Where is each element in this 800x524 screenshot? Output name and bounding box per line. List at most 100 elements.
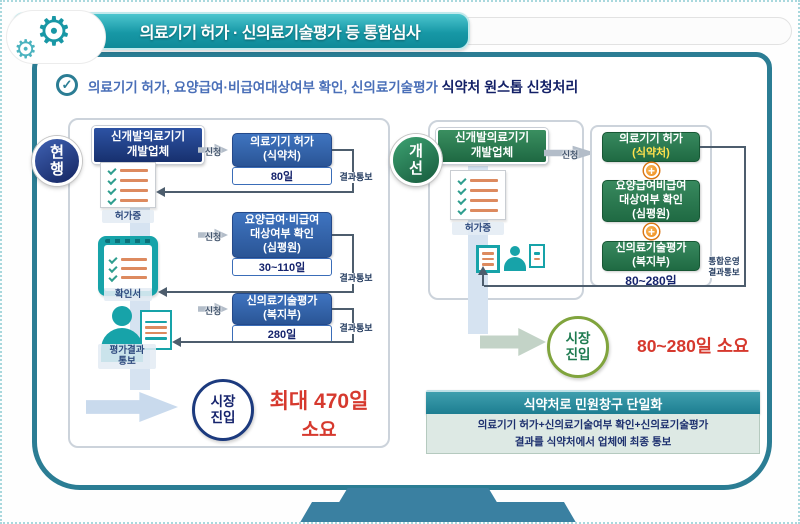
doc-row [107, 165, 148, 175]
text-line [534, 252, 540, 255]
check-mark-icon [108, 254, 118, 264]
request-label: 신청 [204, 147, 222, 157]
step-line: 대상여부 확인 [619, 194, 683, 207]
permit-doc-label: 허가증 [452, 222, 504, 236]
notice-body: 의료기기 허가+신의료기술여부 확인+신의료기술평가 결과를 식약처에서 업체에… [426, 414, 760, 454]
check-mark-icon [457, 185, 467, 195]
current-step-2-duration: 30~110일 [232, 258, 332, 276]
result-line [332, 149, 354, 151]
market-entry-line: 시장 [565, 331, 591, 347]
check-mark-icon [108, 263, 118, 273]
step-line: 신의료기술평가 [615, 242, 687, 255]
text-line [121, 266, 147, 270]
return-arrowhead [156, 187, 165, 197]
check-circle-icon: ✓ [56, 74, 78, 96]
notice-title-text: 식약처로 민원창구 단일화 [523, 396, 663, 412]
monitor-stand-base [298, 502, 578, 522]
current-badge-label: 현행 [50, 143, 64, 178]
improved-badge-label: 개선 [409, 142, 423, 177]
person-label-line: 통보 [118, 356, 136, 368]
improved-step-3-box: 신의료기술평가 (복지부) [602, 241, 700, 271]
doc-row [108, 263, 147, 273]
check-mark-icon [108, 272, 118, 282]
improved-total-duration: 80~280일 소요 [636, 336, 750, 356]
current-company-box: 신개발의료기기 개발업체 [92, 126, 204, 164]
result-line [744, 146, 746, 286]
market-entry-line: 시장 [210, 394, 236, 410]
permit-doc-label-text: 허가증 [114, 211, 142, 222]
current-step-2-box: 요양급여·비급여 대상여부 확인 (심평원) [232, 212, 332, 258]
integrated-result-line: 결과통보 [708, 267, 740, 278]
text-line [145, 326, 167, 329]
doc-row [107, 185, 148, 195]
result-line [352, 149, 354, 192]
text-line [120, 188, 148, 192]
check-mark-icon [457, 195, 467, 205]
duration-text: 80일 [270, 171, 294, 183]
step-line: 의료기기 허가 [619, 133, 683, 146]
result-line [332, 234, 354, 236]
result-line [352, 234, 354, 292]
permit-doc-label-text: 허가증 [464, 223, 492, 234]
return-arrowhead [158, 287, 167, 297]
subtitle-highlight: 식약처 원스톱 신청처리 [441, 79, 579, 95]
text-line [145, 331, 167, 334]
return-line [164, 191, 354, 193]
step-org-highlight: (식약처) [632, 147, 670, 159]
permit-doc-label: 허가증 [102, 210, 154, 224]
total-line: 최대 470일 [269, 390, 369, 413]
notice-body-line: 결과를 식약처에서 업체에 최종 통보 [514, 435, 672, 448]
duration-text: 280일 [267, 329, 297, 341]
return-line [484, 285, 746, 287]
person-label: 평가결과 통보 [98, 344, 156, 369]
improved-company-box: 신개발의료기기 개발업체 [436, 128, 548, 164]
text-line [534, 257, 540, 260]
step-org: (복지부) [632, 256, 670, 268]
text-line [482, 252, 494, 255]
request-label: 신청 [561, 150, 579, 160]
text-line [121, 275, 147, 279]
duration-text: 30~110일 [258, 262, 306, 274]
notice-body-line: 의료기기 허가+신의료기술여부 확인+신의료기술평가 [477, 419, 709, 432]
check-mark-icon [107, 195, 117, 205]
text-line [120, 168, 148, 172]
clipboard-label: 확인서 [104, 288, 152, 302]
improved-badge: 개선 [390, 134, 442, 186]
gear-large-icon: ⚙ [36, 10, 72, 54]
text-line [120, 198, 148, 202]
text-line [470, 188, 498, 192]
person-head [112, 306, 132, 326]
mini-clipboard-icon [476, 245, 500, 273]
mini-person-icon [503, 246, 527, 273]
improved-duration: 80~280일 [625, 274, 677, 288]
doc-row [107, 195, 148, 205]
permit-document-icon [450, 170, 506, 220]
text-line [145, 320, 167, 323]
text-line [145, 337, 167, 340]
step-line: 요양급여·비급여 [244, 214, 320, 227]
result-label: 결과통보 [334, 273, 378, 284]
step-org: (심평원) [263, 241, 301, 254]
text-line [470, 208, 498, 212]
step-line: 요양급여비급여 [615, 180, 687, 193]
person-label-line: 평가결과 [109, 345, 145, 356]
request-label: 신청 [204, 306, 222, 316]
company-line: 신개발의료기기 [110, 131, 186, 144]
text-line [482, 257, 494, 261]
subtitle: 의료기기 허가, 요양급여·비급여대상여부 확인, 신의료기술평가 식약처 원스… [88, 76, 578, 97]
doc-row [457, 205, 498, 215]
person-body [504, 257, 526, 271]
step-line: 신의료기술평가 [246, 295, 318, 308]
doc-row [108, 254, 147, 264]
return-line [166, 291, 354, 293]
check-mark-icon [107, 175, 117, 185]
step-line: 의료기기 허가 [250, 136, 314, 149]
page-title: 의료기기 허가 · 신의료기술평가 등 통합심사 [139, 25, 421, 42]
current-badge: 현행 [32, 136, 82, 186]
result-line [700, 146, 746, 148]
plus-icon: + [644, 224, 659, 239]
doc-row [457, 185, 498, 195]
check-mark-icon [107, 185, 117, 195]
improved-step-1-box: 의료기기 허가 (식약처) [602, 132, 700, 162]
result-line [332, 308, 354, 310]
